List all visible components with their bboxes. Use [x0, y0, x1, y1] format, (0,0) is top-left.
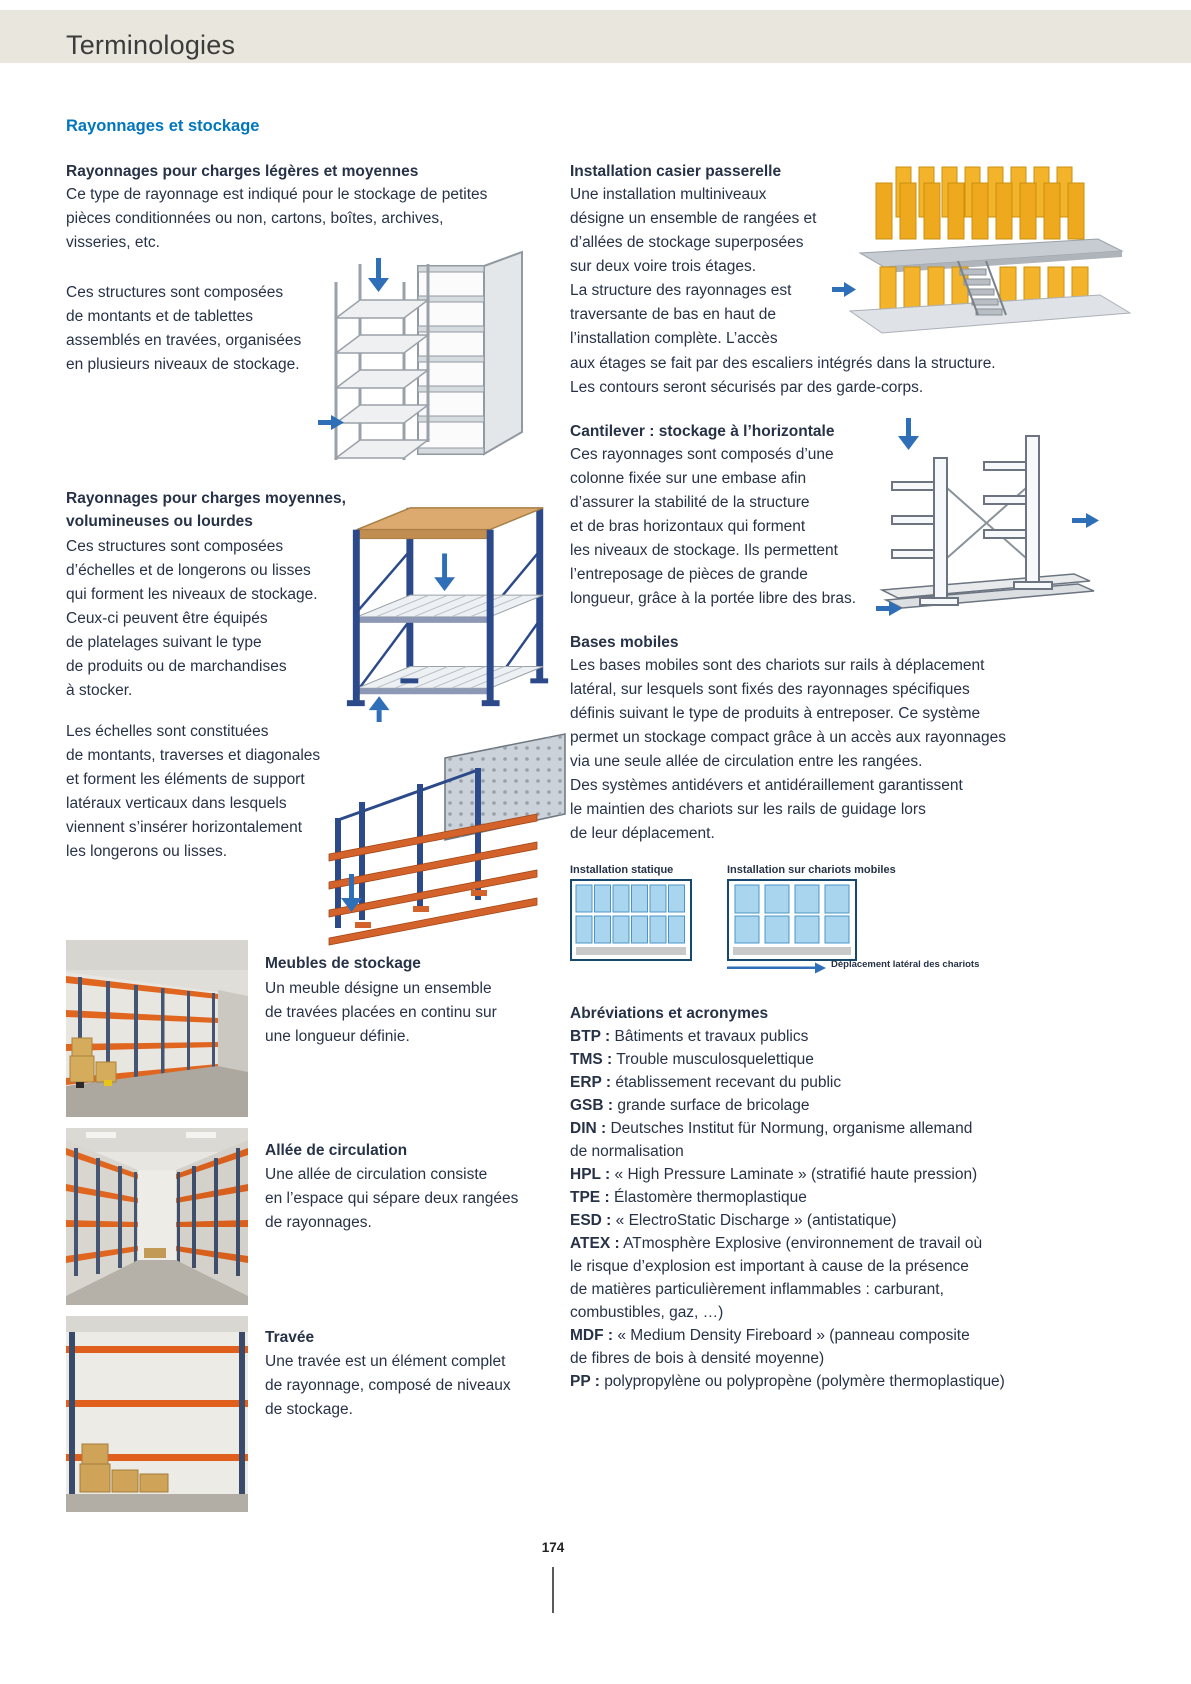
paragraph-medium-racking-2: Les échelles sont constituées de montant…	[66, 723, 321, 860]
photo-allee-circulation	[66, 1128, 248, 1305]
heading-casier-passerelle: Installation casier passerelle	[570, 163, 782, 180]
abbr-text: « Medium Density Fireboard » (panneau co…	[570, 1327, 970, 1367]
abbr-key: PP :	[570, 1373, 600, 1390]
section-title: Rayonnages et stockage	[66, 117, 260, 135]
up-arrow-icon	[368, 696, 390, 722]
down-arrow-icon	[368, 258, 389, 292]
static-installation-diagram	[570, 879, 692, 961]
abbr-item-btp: BTP : Bâtiments et travaux publics	[570, 1025, 1032, 1048]
heading-allee: Allée de circulation	[265, 1142, 408, 1159]
heading-bases-mobiles: Bases mobiles	[570, 634, 679, 651]
paragraph-medium-racking-1: Ces structures sont composées d’échelles…	[66, 538, 318, 699]
abbr-key: TMS :	[570, 1051, 613, 1068]
label-deplacement-lateral: Déplacement latéral des chariots	[831, 959, 980, 970]
abbr-key: TPE :	[570, 1189, 610, 1206]
photo-travee	[66, 1316, 248, 1512]
page-number: 174	[541, 1540, 565, 1555]
right-arrow-icon	[876, 601, 902, 616]
abbr-item-pp: PP : polypropylène ou polypropène (polym…	[570, 1370, 1032, 1393]
abbr-text: « ElectroStatic Discharge » (antistatiqu…	[615, 1212, 897, 1229]
abbr-key: HPL :	[570, 1166, 611, 1183]
heading-cantilever: Cantilever : stockage à l’horizontale	[570, 423, 835, 440]
abbr-item-hpl: HPL : « High Pressure Laminate » (strati…	[570, 1163, 1032, 1186]
abbr-item-tms: TMS : Trouble musculosquelettique	[570, 1048, 1032, 1071]
down-arrow-icon	[341, 874, 362, 912]
abbr-item-tpe: TPE : Élastomère thermoplastique	[570, 1186, 1032, 1209]
abbr-key: BTP :	[570, 1028, 611, 1045]
abbr-text: grande surface de bricolage	[617, 1097, 810, 1114]
abbr-text: établissement recevant du public	[615, 1074, 842, 1091]
abbr-text: « High Pressure Laminate » (stratifié ha…	[614, 1166, 978, 1183]
label-installation-statique: Installation statique	[570, 864, 674, 876]
paragraph-casier-2: aux étages se fait par des escaliers int…	[570, 355, 996, 396]
abbr-text: Deutsches Institut für Normung, organism…	[570, 1120, 973, 1160]
abbr-key: ERP :	[570, 1074, 612, 1091]
abbr-key: DIN :	[570, 1120, 607, 1137]
staircase	[959, 268, 1003, 316]
abbr-key: ESD :	[570, 1212, 612, 1229]
paragraph-cantilever: Ces rayonnages sont composés d’une colon…	[570, 446, 857, 607]
abbr-item-gsb: GSB : grande surface de bricolage	[570, 1094, 1032, 1117]
paragraph-light-racking-1: Ce type de rayonnage est indiqué pour le…	[66, 186, 488, 251]
cantilever-rack-illustration	[876, 418, 1135, 623]
light-shelving-illustration	[318, 246, 565, 472]
photo-meubles-stockage	[66, 940, 248, 1117]
abbr-item-din: DIN : Deutsches Institut für Normung, or…	[570, 1117, 1032, 1163]
heading-meubles: Meubles de stockage	[265, 955, 421, 972]
abbr-item-mdf: MDF : « Medium Density Fireboard » (pann…	[570, 1324, 1032, 1370]
abbr-text: Élastomère thermoplastique	[613, 1189, 807, 1206]
paragraph-travee: Une travée est un élément complet de ray…	[265, 1353, 511, 1418]
abbr-key: ATEX :	[570, 1235, 620, 1252]
multi-tier-installation-illustration	[832, 153, 1135, 351]
paragraph-meubles: Un meuble désigne un ensemble de travées…	[265, 980, 497, 1045]
down-arrow-icon	[898, 418, 919, 450]
right-arrow-icon	[318, 415, 344, 430]
abbr-key: MDF :	[570, 1327, 614, 1344]
heading-abreviations: Abréviations et acronymes	[570, 1005, 769, 1022]
abbr-text: polypropylène ou polypropène (polymère t…	[604, 1373, 1005, 1390]
page-title: Terminologies	[66, 30, 236, 60]
abbr-text: ATmosphère Explosive (environnement de t…	[570, 1235, 983, 1321]
crop-mark	[552, 1567, 554, 1613]
longspan-rack-illustration	[325, 722, 575, 950]
abbreviation-list: BTP : Bâtiments et travaux publics TMS :…	[570, 1025, 1032, 1393]
heading-medium-racking: Rayonnages pour charges moyennes, volumi…	[66, 490, 346, 530]
paragraph-bases-mobiles: Les bases mobiles sont des chariots sur …	[570, 657, 1006, 842]
abbr-text: Trouble musculosquelettique	[616, 1051, 814, 1068]
abbr-item-erp: ERP : établissement recevant du public	[570, 1071, 1032, 1094]
abbr-item-atex: ATEX : ATmosphère Explosive (environneme…	[570, 1232, 1032, 1324]
heading-light-racking: Rayonnages pour charges légères et moyen…	[66, 163, 419, 180]
mobile-installation-diagram	[727, 879, 857, 961]
right-arrow-icon	[832, 282, 856, 297]
header-bar: Terminologies	[0, 10, 1191, 63]
pallet-rack-illustration	[332, 492, 570, 722]
abbr-text: Bâtiments et travaux publics	[614, 1028, 809, 1045]
right-arrow-icon	[1072, 513, 1099, 528]
abbr-key: GSB :	[570, 1097, 614, 1114]
paragraph-casier-1: Une installation multiniveaux désigne un…	[570, 186, 817, 347]
label-installation-mobile: Installation sur chariots mobiles	[727, 864, 896, 876]
down-arrow-icon	[434, 553, 455, 592]
paragraph-light-racking-2: Ces structures sont composées de montant…	[66, 284, 302, 373]
paragraph-allee: Une allée de circulation consiste en l’e…	[265, 1166, 519, 1231]
abbr-item-esd: ESD : « ElectroStatic Discharge » (antis…	[570, 1209, 1032, 1232]
lateral-displacement-arrow-icon	[727, 962, 827, 974]
heading-travee: Travée	[265, 1329, 315, 1346]
